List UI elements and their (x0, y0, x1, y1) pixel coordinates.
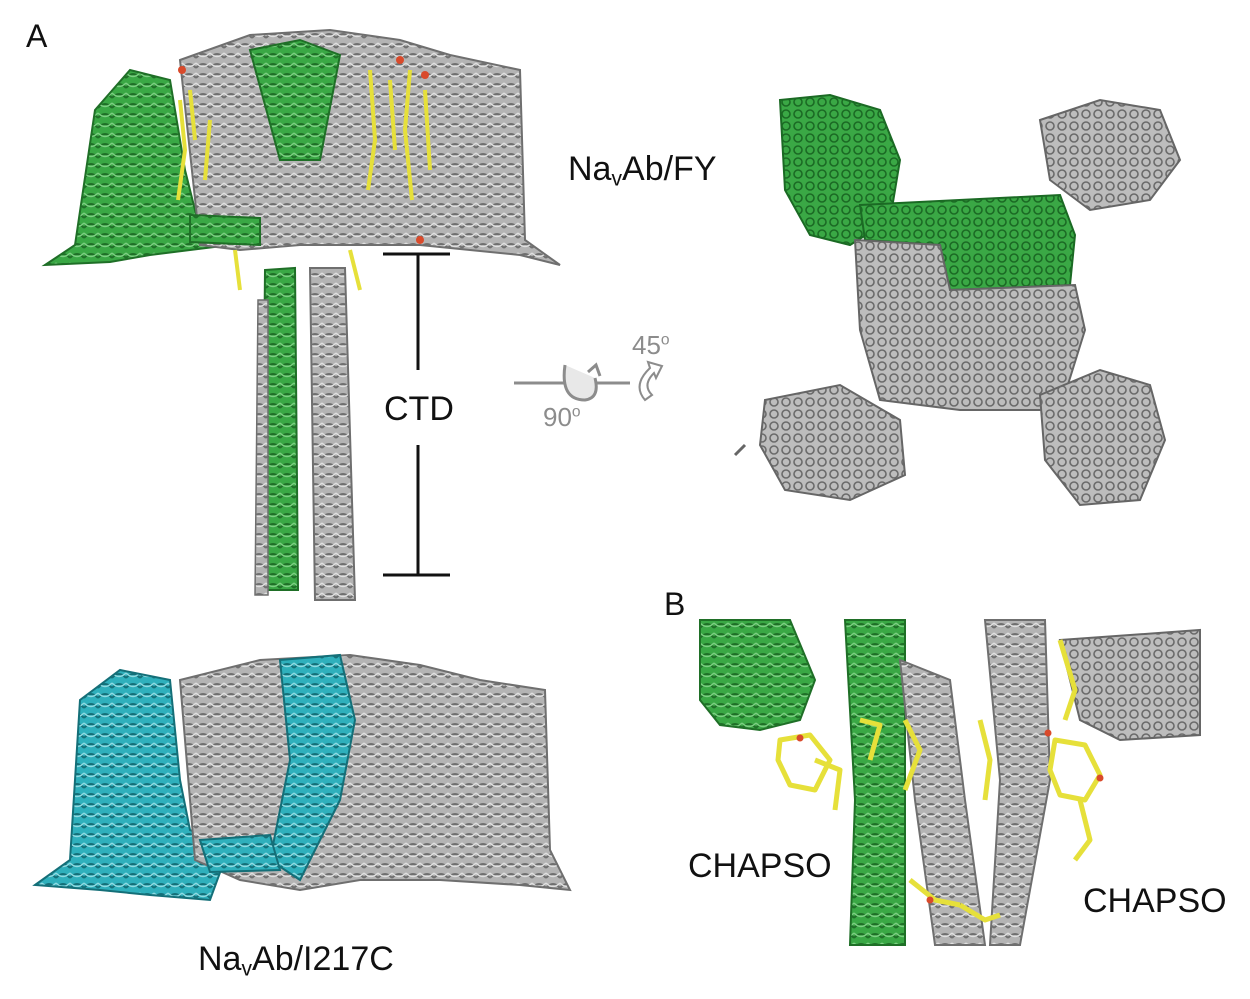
rotation-45-value: 45 (632, 330, 661, 360)
rotation-90-label: 90o (543, 402, 581, 433)
panel-letter-a: A (26, 18, 48, 54)
ctd-label: CTD (382, 390, 456, 429)
navab-i217c-prefix: Na (198, 940, 242, 978)
rotation-45-unit: o (660, 331, 670, 349)
navab-i217c-sub: v (241, 957, 253, 981)
panel-letter-b: B (664, 586, 686, 622)
chapso-label-left: CHAPSO (688, 847, 832, 885)
navab-i217c-label: NavAb/I217C (198, 940, 394, 981)
rotation-90-arrow-icon (514, 362, 630, 402)
navab-fy-prefix: Na (568, 150, 612, 188)
panel-b-closeup-structure (699, 619, 1201, 946)
chapso-label-right: CHAPSO (1083, 882, 1227, 920)
rotation-45-arrow-icon (638, 360, 664, 402)
rotation-45-label: 45o (632, 330, 670, 361)
navab-i217c-suffix: Ab/I217C (252, 940, 394, 978)
navab-fy-sub: v (611, 167, 623, 191)
navab-i217c-structure (32, 653, 572, 902)
rotation-90-unit: o (571, 403, 581, 421)
navab-fy-top-structure (733, 93, 1182, 507)
rotation-90-value: 90 (543, 402, 572, 432)
navab-fy-suffix: Ab/FY (622, 150, 717, 188)
navab-fy-side-structure (41, 28, 561, 601)
ctd-bracket (383, 252, 450, 577)
navab-fy-label: NavAb/FY (568, 150, 717, 191)
